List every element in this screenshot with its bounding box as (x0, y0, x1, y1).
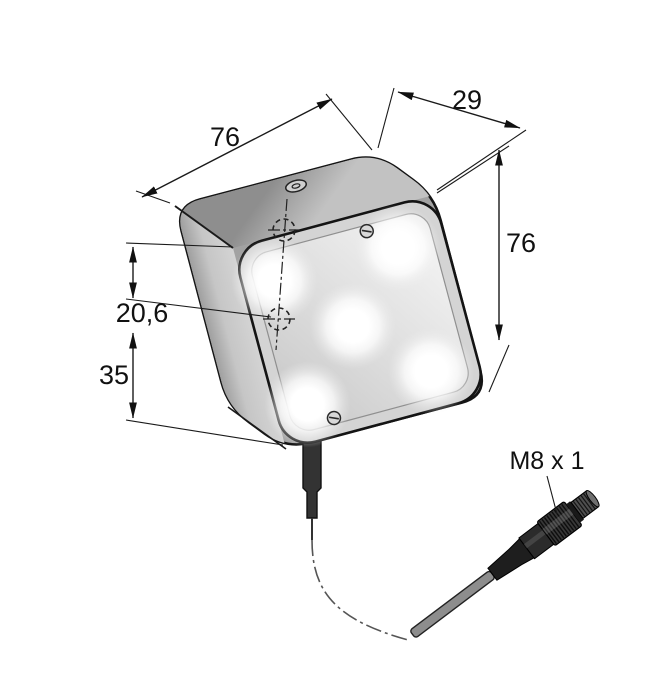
dim-hole-offset-label: 20,6 (116, 298, 169, 328)
dim-width-label: 76 (210, 122, 240, 152)
cable-break-line (311, 539, 409, 641)
led-bottom-right (388, 328, 475, 415)
front-face (231, 200, 482, 448)
edge-top-left (174, 205, 234, 249)
cable-stub (302, 429, 322, 519)
connector-tip (585, 489, 600, 508)
led-top-left (231, 237, 318, 324)
thread-lines (572, 493, 596, 517)
m8-connector (410, 489, 600, 638)
connector-leader-line (546, 475, 558, 515)
led-center (309, 283, 396, 370)
hidden-mounting-holes (263, 198, 300, 351)
cable-assembly: M8 x 1 (311, 447, 600, 641)
dimension-height: 76 (436, 145, 536, 393)
connector-collar (566, 501, 584, 523)
dim-depth-label: 29 (452, 85, 482, 115)
hole-axis-line (275, 198, 288, 351)
side-face (180, 206, 286, 445)
connector-label: M8 x 1 (509, 447, 584, 475)
connector-cable (410, 570, 495, 638)
led-array (231, 204, 475, 448)
dimension-depth: 29 (377, 85, 527, 191)
dimension-hole-pitch: 35 (99, 332, 284, 446)
knurl-ribs (538, 503, 580, 544)
edge-bottom-left (227, 406, 287, 450)
led-top-right (355, 204, 442, 291)
led-bottom-left (264, 361, 351, 448)
dim-hole-pitch-label: 35 (99, 360, 129, 390)
housing-faces (180, 157, 434, 445)
top-face (180, 157, 434, 248)
dimension-hole-offset: 20,6 (116, 242, 272, 328)
light-body (174, 156, 484, 519)
screw-top (359, 223, 374, 239)
dim-height-label: 76 (506, 228, 536, 258)
dimension-width: 76 (135, 93, 373, 204)
screw-bottom (326, 410, 342, 426)
